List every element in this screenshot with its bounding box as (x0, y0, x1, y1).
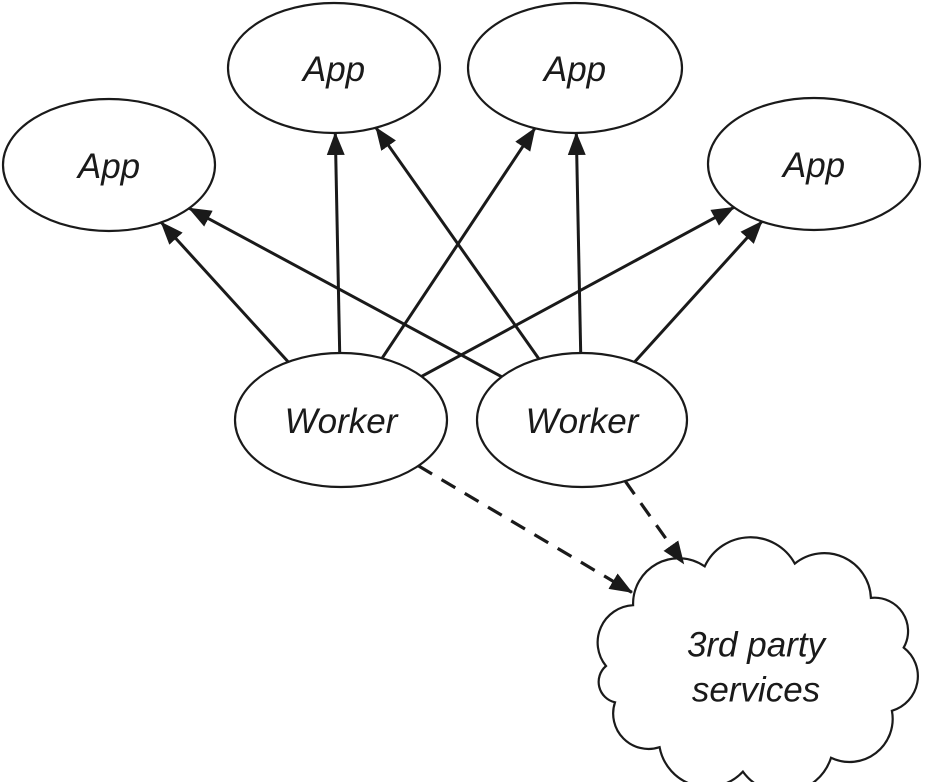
node-worker-1: Worker (233, 351, 449, 489)
edge-worker-1-to-cloud-3rd-party (417, 464, 633, 594)
node-label: Worker (526, 402, 640, 441)
node-app-3: App (466, 1, 684, 135)
node-label: Worker (285, 402, 399, 441)
node-app-2: App (226, 1, 442, 135)
edge-worker-2-to-app-2 (374, 126, 541, 360)
ellipse-shape (233, 351, 449, 489)
edge-worker-1-to-app-1 (160, 221, 290, 363)
edges-layer (160, 126, 764, 594)
edge-worker-1-to-app-2 (326, 132, 345, 354)
edge-worker-2-to-app-3 (567, 132, 586, 354)
node-label: App (301, 50, 365, 89)
ellipse-shape (706, 96, 922, 232)
ellipse-shape (1, 97, 217, 233)
edge-worker-2-to-app-4 (633, 220, 764, 364)
edge-worker-2-to-cloud-3rd-party (623, 480, 685, 565)
edge-worker-1-to-app-4 (420, 205, 735, 378)
node-label: 3rd party (687, 626, 828, 665)
node-label: App (542, 50, 606, 89)
node-cloud-3rd-party: 3rd party services (596, 536, 919, 782)
ellipse-shape (475, 351, 689, 489)
node-label: App (76, 147, 140, 186)
node-app-1: App (1, 97, 217, 233)
node-app-4: App (706, 96, 922, 232)
cloud-shape (596, 536, 919, 782)
node-label: services (692, 671, 820, 710)
node-label: App (781, 146, 845, 185)
node-worker-2: Worker (475, 351, 689, 489)
edge-worker-2-to-app-1 (188, 206, 503, 379)
